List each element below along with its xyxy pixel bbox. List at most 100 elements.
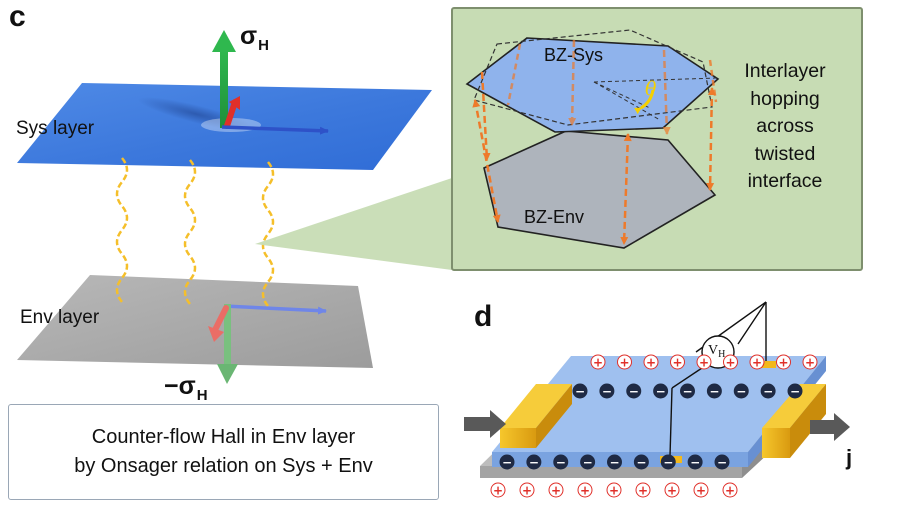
- negative-charge-bottom: −: [607, 454, 622, 470]
- svg-text:+: +: [805, 356, 815, 370]
- hop-arrow-8: [506, 43, 522, 106]
- positive-charge-top: +: [617, 354, 632, 370]
- negative-charge-bottom: −: [660, 454, 676, 470]
- sigma-h-symbol: σ: [240, 22, 258, 50]
- env-layer-label: Env layer: [20, 307, 100, 328]
- svg-text:+: +: [752, 356, 762, 370]
- svg-text:+: +: [580, 484, 590, 498]
- inset-description-line: Interlayer: [744, 60, 826, 82]
- positive-charge-top: +: [670, 354, 685, 370]
- positive-charge-top: +: [776, 354, 791, 370]
- sys-layer-label: Sys layer: [16, 118, 95, 139]
- theta-arc-icon: [634, 89, 655, 115]
- positive-charge-top: +: [749, 354, 765, 370]
- neg-sigma-h-subscript: H: [196, 387, 208, 404]
- svg-text:+: +: [619, 356, 629, 370]
- svg-text:−: −: [556, 456, 566, 470]
- neg-sigma-h-label: −σH: [164, 372, 208, 404]
- sigma-down-arrow: [217, 304, 238, 384]
- caption-box: Counter-flow Hall in Env layer by Onsage…: [8, 404, 439, 500]
- voltmeter-symbol: V: [708, 343, 719, 358]
- left-contact: [500, 384, 572, 448]
- svg-text:+: +: [609, 484, 619, 498]
- current-arrow-top: [221, 125, 329, 135]
- negative-charge-top: −: [680, 383, 695, 399]
- negative-charge-bottom: −: [633, 454, 649, 470]
- negative-charge-bottom: −: [580, 454, 596, 470]
- hop-arrow-5: [662, 49, 671, 135]
- svg-text:−: −: [690, 456, 700, 470]
- negative-charge-top: −: [599, 383, 615, 399]
- positive-charge-bottom: +: [577, 482, 593, 498]
- bz-sys-label: BZ-Sys: [544, 45, 604, 65]
- right-contact: [762, 384, 826, 458]
- negative-charge-top: −: [733, 383, 749, 399]
- panel-label-d: d: [474, 300, 493, 333]
- red-vector-bottom: [208, 305, 229, 342]
- svg-text:−: −: [709, 385, 719, 399]
- current-density-label: j: [846, 445, 853, 470]
- svg-text:+: +: [778, 356, 788, 370]
- negative-charge-top: −: [626, 383, 642, 399]
- red-vector-top: [224, 96, 240, 129]
- positive-charge-bottom: +: [693, 482, 709, 498]
- positive-charge-top: +: [643, 354, 659, 370]
- theta-label: θ: [645, 78, 657, 100]
- svg-text:−: −: [636, 456, 646, 470]
- current-in-arrow: [464, 410, 506, 438]
- negative-charge-top: −: [787, 383, 803, 399]
- positive-charge-top: +: [696, 354, 712, 370]
- svg-text:−: −: [790, 385, 800, 399]
- negative-charge-bottom: −: [553, 454, 569, 470]
- sigma-up-arrow: [212, 30, 236, 128]
- current-arrow-bottom: [223, 304, 327, 315]
- sigma-h-label: σH: [240, 22, 269, 54]
- svg-text:+: +: [593, 356, 603, 370]
- env-slab-front: [480, 466, 742, 478]
- voltmeter-subscript: H: [718, 349, 726, 360]
- svg-text:+: +: [725, 484, 735, 498]
- positive-charge-bottom: +: [519, 482, 535, 498]
- svg-text:−: −: [502, 456, 512, 470]
- hop-arrow-4: [620, 133, 632, 245]
- svg-text:+: +: [493, 484, 503, 498]
- svg-text:+: +: [638, 484, 648, 498]
- sigma-h-subscript: H: [258, 37, 269, 54]
- inset-description-line: hopping: [750, 87, 820, 110]
- positive-charge-top: +: [723, 354, 738, 370]
- positive-charge-bottom: +: [722, 482, 738, 498]
- inset-description: Interlayer hopping across twisted interf…: [720, 58, 850, 196]
- hall-pad-top: [756, 361, 776, 368]
- svg-text:+: +: [699, 356, 709, 370]
- svg-text:+: +: [646, 356, 656, 370]
- svg-text:+: +: [696, 484, 706, 498]
- svg-text:−: −: [575, 385, 585, 399]
- positive-charge-bottom: +: [606, 482, 622, 498]
- negative-charge-top: −: [760, 383, 776, 399]
- positive-charge-bottom: +: [664, 482, 680, 498]
- callout-wedge: [255, 178, 452, 270]
- svg-text:−: −: [763, 385, 773, 399]
- hop-arrow-6: [706, 87, 716, 191]
- negative-charge-bottom: −: [687, 454, 703, 470]
- voltmeter-label: VH: [708, 343, 726, 360]
- neg-sigma-h-symbol: −σ: [164, 372, 196, 400]
- positive-charge-bottom: +: [635, 482, 651, 498]
- hop-arrow-2: [472, 99, 501, 223]
- positive-charge-bottom: +: [490, 482, 506, 498]
- svg-text:−: −: [717, 456, 727, 470]
- current-out-arrow: [810, 413, 850, 441]
- svg-text:−: −: [583, 456, 593, 470]
- svg-text:−: −: [736, 385, 746, 399]
- bz-env-label: BZ-Env: [524, 207, 585, 227]
- positive-charge-top: +: [802, 354, 818, 370]
- positive-charge-bottom: +: [548, 482, 564, 498]
- negative-charge-top: −: [653, 383, 669, 399]
- hop-arrow-3: [568, 39, 577, 126]
- inset-description-line: twisted: [754, 142, 816, 165]
- panel-label-c: c: [9, 0, 26, 33]
- svg-text:−: −: [682, 385, 692, 399]
- svg-text:−: −: [656, 385, 666, 399]
- negative-charge-top: −: [706, 383, 722, 399]
